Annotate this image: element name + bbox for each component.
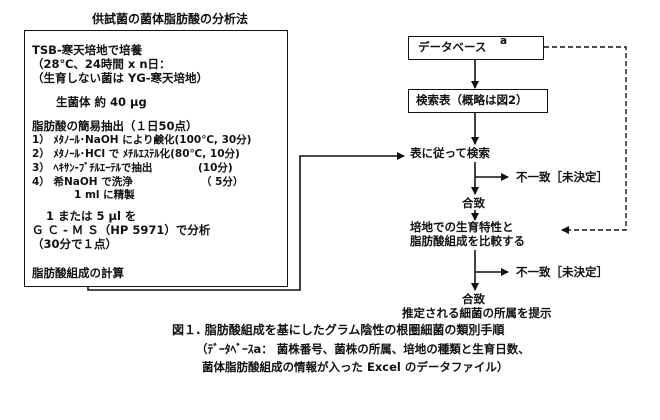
result-label: 推定される細菌の所属を提示	[402, 306, 552, 320]
compare-label-line-2: 脂肪酸組成を比較する	[410, 234, 525, 248]
mismatch-label-1: 不一致［未決定］	[516, 170, 608, 184]
culture-step-line-2: （28℃、24時間 x n日：	[32, 57, 171, 71]
match-label-1: 合致	[462, 196, 485, 210]
extraction-step-line-2: 1） ﾒﾀﾉｰﾙ･NaOH により鹸化(100℃, 30分)	[32, 134, 252, 146]
gcms-step-line-1: 1 または 5 μl を	[46, 209, 137, 223]
gcms-step-line-2: Ｇ Ｃ - Ｍ Ｓ（HP 5971）で分析	[32, 223, 211, 237]
search-label: 表に従って検索	[410, 146, 490, 160]
database-footnote-mark: a	[500, 35, 508, 47]
figure-caption: 図１. 脂肪酸組成を基にしたグラム陰性の根圏細菌の類別手順	[172, 323, 505, 337]
dashed-database-to-compare	[544, 46, 627, 234]
compare-label-line-1: 培地での生育特性と	[410, 220, 514, 234]
extraction-step-line-1: 脂肪酸の簡易抽出（１日50点）	[32, 119, 198, 133]
extraction-step-line-4: 3） ﾍｷｻﾝ-ﾌﾞﾁﾙｴｰﾃﾙで抽出 (10分)	[32, 162, 233, 174]
extraction-step-line-3: 2） ﾒﾀﾉｰﾙ･HCl で ﾒﾁﾙｴｽﾃﾙ化(80℃, 10分)	[32, 148, 240, 160]
mismatch-label-2: 不一致［未決定］	[516, 265, 608, 279]
database-label: データベース	[418, 40, 487, 54]
analysis-method-box	[24, 30, 288, 287]
gcms-step-line-3: （30分で１点）	[32, 237, 118, 251]
database-box	[408, 36, 544, 60]
match-label-2: 合致	[462, 292, 485, 306]
culture-step-line-1: TSB-寒天培地で培養	[32, 43, 143, 57]
caption-note-line-2: 菌体脂肪酸組成の情報が入った Excel のデータファイル）	[202, 360, 509, 374]
search-table-label: 検索表（概略は図2）	[416, 93, 528, 107]
cell-amount-step: 生菌体 約 40 μg	[56, 95, 147, 109]
search-table-box	[408, 89, 548, 113]
left-panel-title: 供試菌の菌体脂肪酸の分析法	[92, 12, 249, 26]
culture-step-line-3: （生育しない菌は YG-寒天培地）	[32, 71, 209, 85]
extraction-step-line-6: 1 ml に精製	[32, 189, 135, 201]
caption-note-line-1: （ﾃﾞｰﾀﾍﾞｰｽa： 菌株番号、菌株の所属、培地の種類と生育日数、	[196, 342, 530, 356]
extraction-step-line-5: 4） 希NaOH で洗浄 （ 5分）	[32, 176, 244, 188]
composition-calc-step: 脂肪酸組成の計算	[32, 266, 124, 280]
